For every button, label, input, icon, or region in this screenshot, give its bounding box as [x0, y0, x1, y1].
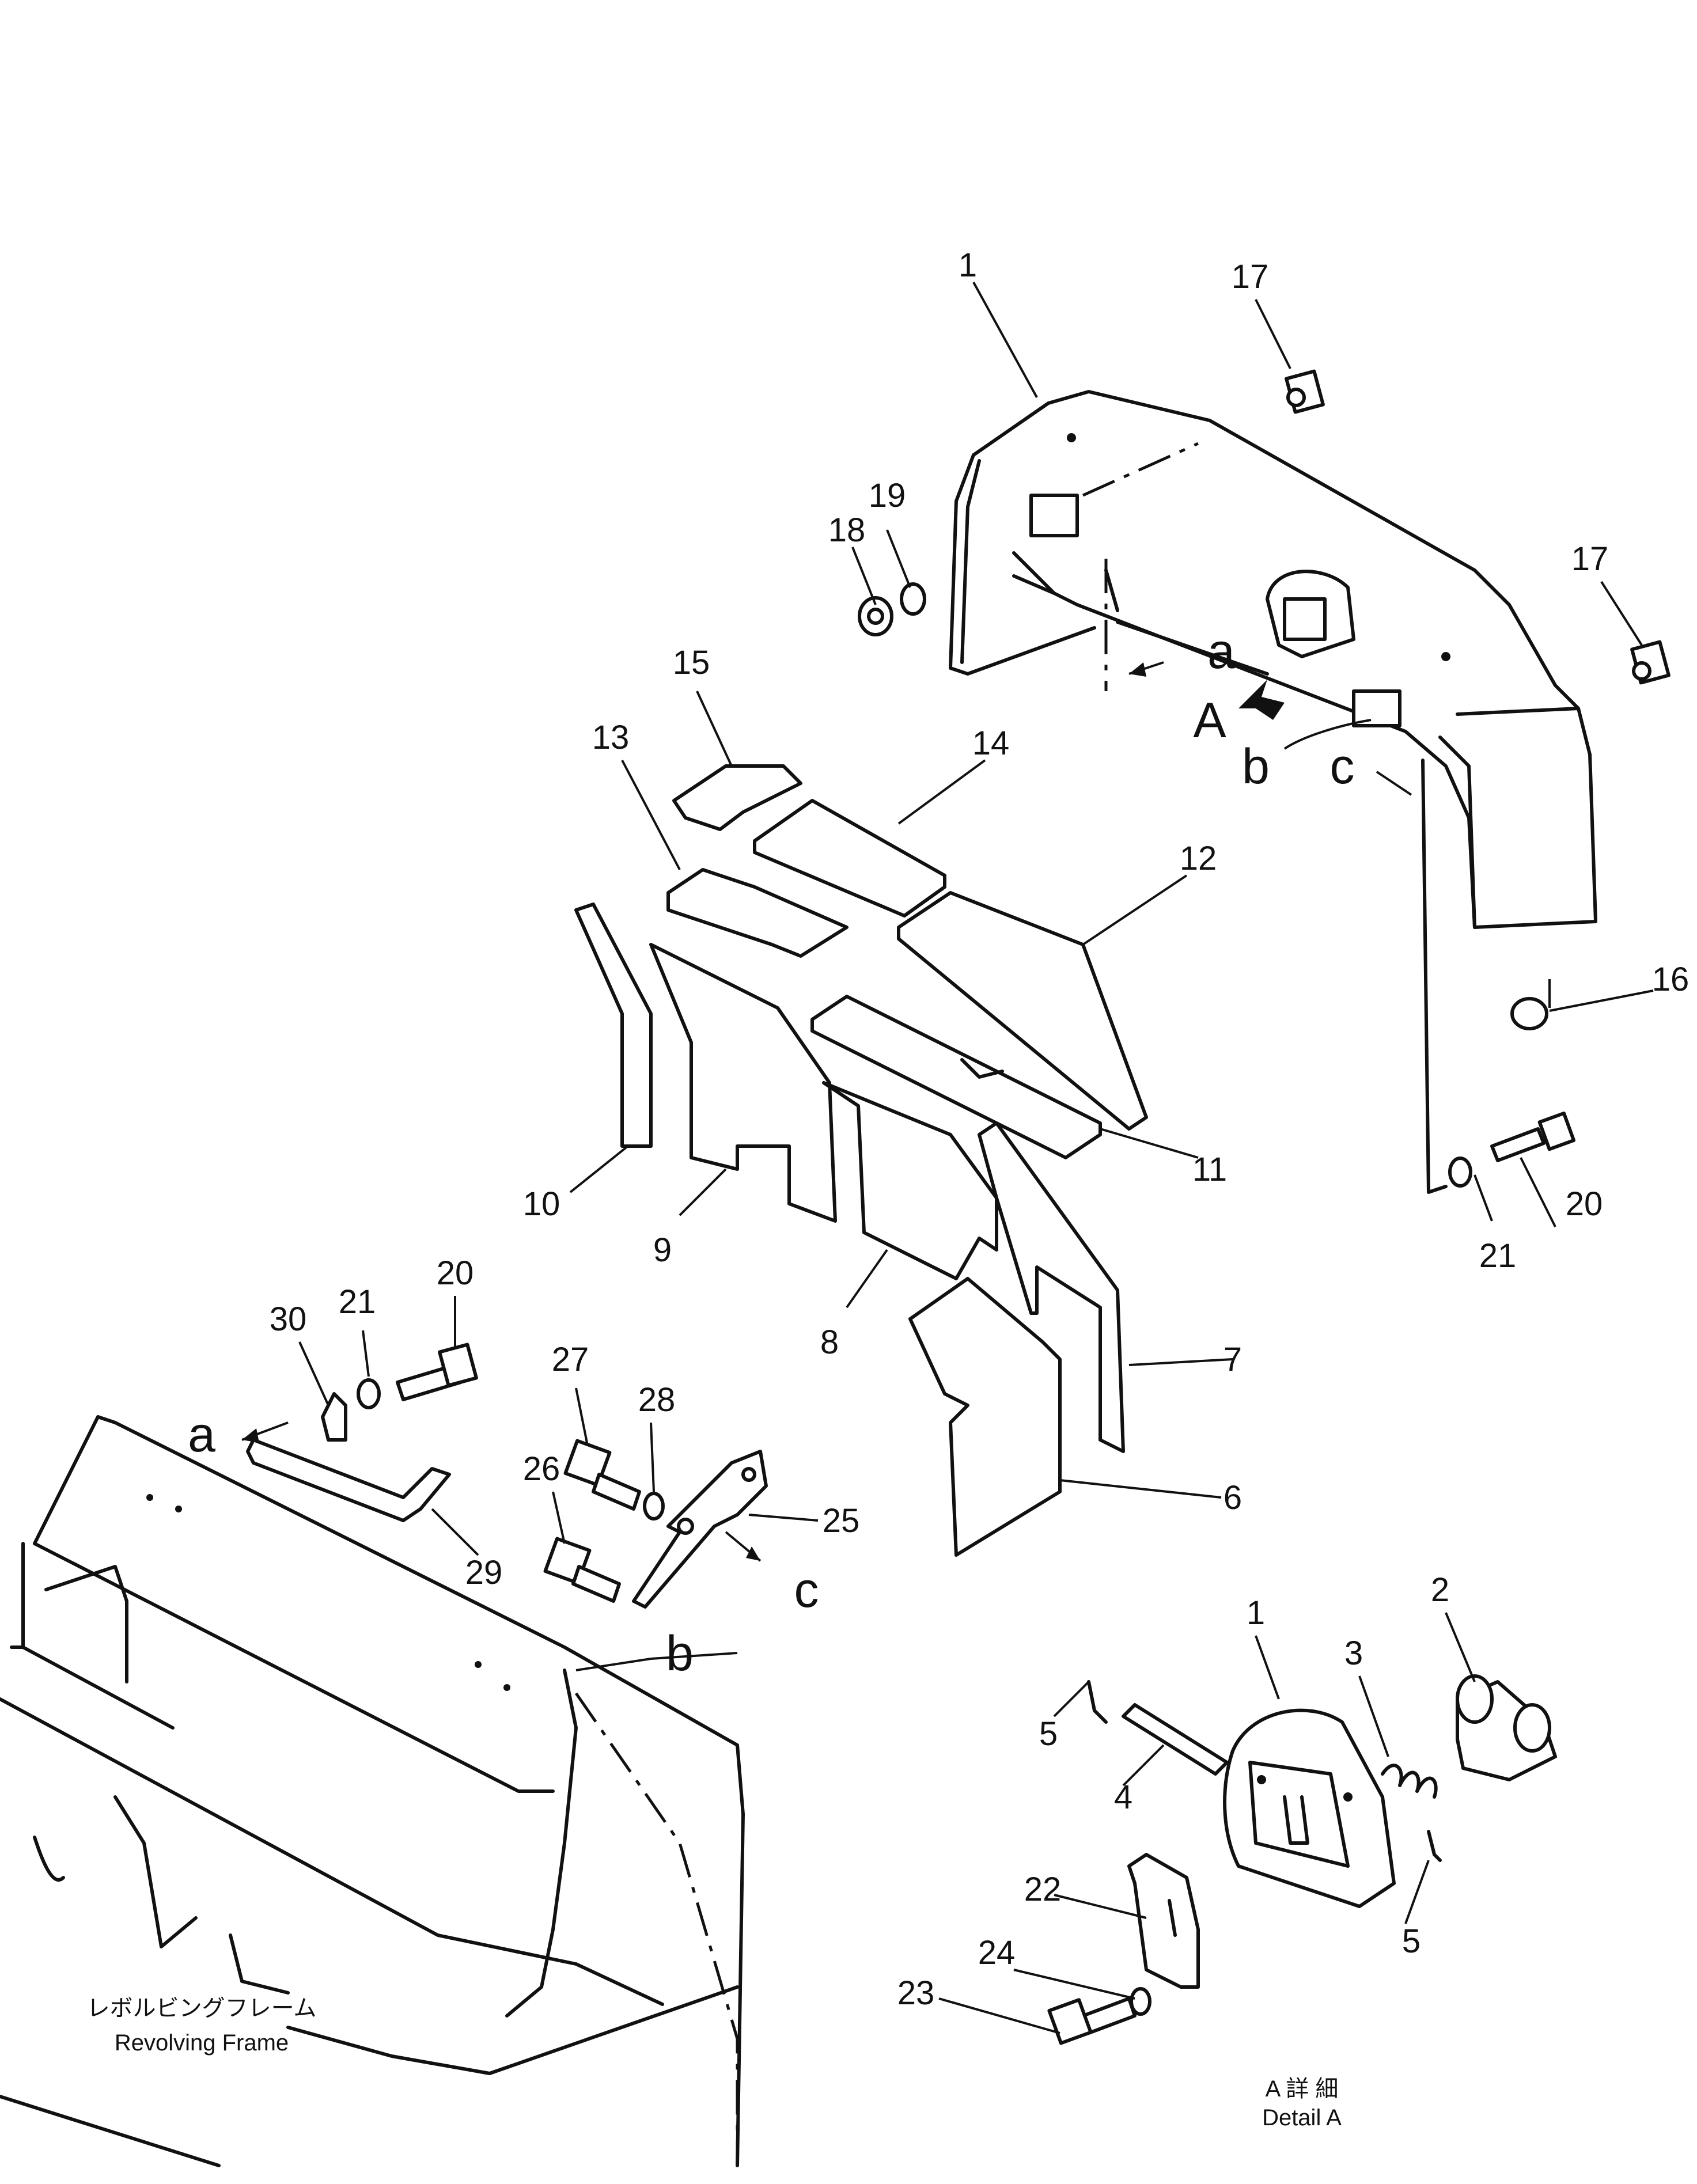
- panel-part-10: [574, 903, 653, 1148]
- callout-18: 18: [828, 511, 866, 549]
- panel-part-15: [672, 764, 802, 831]
- callout-14: 14: [972, 725, 1010, 762]
- rod-part-29: [246, 1438, 451, 1522]
- callout-12: 12: [1180, 840, 1217, 877]
- reference-letters: a A b c a c b: [188, 624, 1354, 1681]
- callout-7: 7: [1223, 1341, 1242, 1378]
- callout-13: 13: [592, 719, 630, 756]
- callout-11: 11: [1192, 1151, 1227, 1188]
- callout-25: 25: [823, 1502, 860, 1540]
- callout-1-detail: 1: [1247, 1594, 1265, 1632]
- callout-17-right: 17: [1571, 540, 1609, 578]
- ref-a-top: a: [1207, 624, 1235, 679]
- bolt-part-17-right: [1630, 640, 1671, 685]
- callout-30: 30: [270, 1300, 307, 1338]
- detail-a-spring-part-3: [1381, 1764, 1438, 1799]
- callout-10: 10: [523, 1185, 560, 1223]
- captions: レボルビングフレーム Revolving Frame A 詳 細 Detail …: [87, 1996, 1342, 2130]
- bolt-part-27: [563, 1439, 641, 1511]
- panel-part-12: [897, 891, 1148, 1131]
- ref-c-top: c: [1330, 739, 1355, 794]
- detail-a-bolt-part-23: [1047, 1997, 1137, 2045]
- callout-5-right: 5: [1402, 1923, 1421, 1960]
- bracket-part-25: [632, 1450, 768, 1609]
- reference-arrows: [241, 661, 1412, 1671]
- detail-a-clip-part-5-left: [1087, 1680, 1108, 1724]
- callout-17-top: 17: [1232, 258, 1269, 295]
- ref-a-left: a: [188, 1407, 215, 1462]
- ref-b-left: b: [666, 1626, 694, 1681]
- panel-part-14: [753, 799, 946, 917]
- callout-3: 3: [1344, 1635, 1363, 1672]
- ref-A: A: [1193, 693, 1226, 748]
- callout-20-left: 20: [437, 1254, 474, 1292]
- callout-9: 9: [653, 1231, 672, 1269]
- callout-21-left: 21: [339, 1283, 376, 1321]
- callout-1: 1: [959, 247, 977, 284]
- revolving-frame: [0, 1415, 745, 2167]
- callout-26: 26: [523, 1450, 560, 1488]
- detail-a-bracket-part-22: [1127, 1853, 1200, 1989]
- nut-part-18: [858, 596, 893, 636]
- panel-part-11: [810, 995, 1102, 1159]
- callout-6: 6: [1223, 1479, 1242, 1516]
- washer-part-21-right: [1448, 1157, 1472, 1188]
- callout-numbers: 1 17 17 18 19 15 14 13 12 16 11 10 9 8 7…: [270, 247, 1690, 2012]
- bolt-part-20-left: [396, 1343, 478, 1401]
- panel-part-7: [978, 1121, 1125, 1453]
- callout-20-right: 20: [1566, 1185, 1603, 1223]
- ref-c-mid: c: [794, 1563, 819, 1618]
- ref-b-top: b: [1242, 739, 1270, 794]
- bolt-part-26: [543, 1537, 621, 1603]
- callout-23: 23: [897, 1974, 935, 2012]
- callout-5-left: 5: [1039, 1715, 1058, 1753]
- detail-a-clip-part-5-right: [1427, 1830, 1442, 1862]
- washer-part-19: [900, 582, 926, 616]
- panel-part-13: [666, 868, 848, 958]
- callout-8: 8: [820, 1324, 839, 1361]
- callout-15: 15: [673, 644, 710, 681]
- caption-revolving-frame-jp: レボルビングフレーム: [87, 1996, 317, 2021]
- washer-part-28: [643, 1492, 665, 1521]
- leader-lines: [298, 282, 1654, 2034]
- callout-4: 4: [1114, 1779, 1132, 1816]
- cushion-part-16: [1510, 997, 1548, 1030]
- panel-part-8: [822, 1081, 998, 1280]
- bolt-part-17-top: [1285, 369, 1325, 414]
- callout-27: 27: [552, 1341, 589, 1378]
- bolt-part-20-right: [1490, 1111, 1576, 1162]
- callout-21-right: 21: [1479, 1237, 1517, 1275]
- caption-detail-a-jp: A 詳 細: [1266, 2076, 1339, 2102]
- callout-16: 16: [1652, 961, 1690, 998]
- callout-2: 2: [1431, 1571, 1449, 1609]
- caption-detail-a-en: Detail A: [1262, 2105, 1342, 2130]
- panel-part-9: [649, 943, 837, 1223]
- callout-24: 24: [978, 1934, 1016, 1971]
- caption-revolving-frame-en: Revolving Frame: [115, 2030, 289, 2056]
- callout-29: 29: [465, 1554, 503, 1591]
- callout-19: 19: [869, 477, 906, 514]
- detail-a-bracket-part-2: [1456, 1674, 1557, 1781]
- detail-a-pin-part-4: [1122, 1703, 1229, 1776]
- callout-28: 28: [638, 1381, 676, 1419]
- washer-part-21-left: [357, 1378, 381, 1409]
- hood-cover-part-1: [949, 390, 1597, 929]
- detail-a-part-1-plate: [1223, 1708, 1396, 1908]
- panel-part-6: [908, 1277, 1062, 1557]
- callout-22: 22: [1024, 1871, 1062, 1908]
